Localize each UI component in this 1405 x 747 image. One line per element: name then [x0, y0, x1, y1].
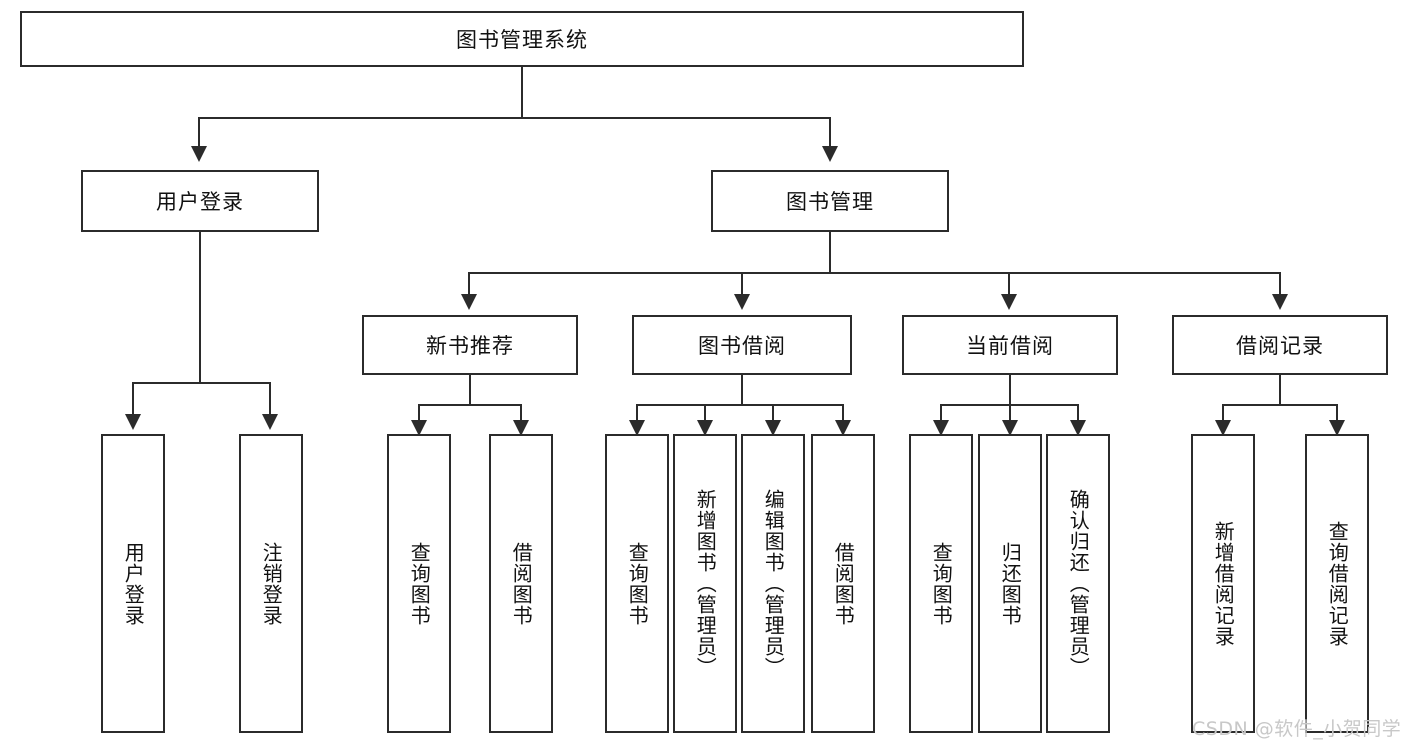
connector-to-borrow-record [1279, 272, 1281, 294]
arrow-down-icon [822, 146, 838, 162]
connector-to-book-borrow [741, 272, 743, 294]
node-label: 查询借阅记录 [1325, 520, 1350, 647]
node-user-login[interactable]: 用户登录 [81, 170, 319, 232]
connector-to-leaf-user-logout [269, 382, 271, 414]
connector-root-stem [521, 67, 523, 117]
arrow-down-icon [1070, 420, 1086, 436]
leaf-user-logout[interactable]: 注销登录 [239, 434, 303, 733]
leaf-return-book[interactable]: 归还图书 [978, 434, 1042, 733]
arrow-down-icon [1272, 294, 1288, 310]
connector-to-leaf-add-record [1222, 404, 1224, 422]
leaf-edit-book[interactable]: 编辑图书（管理员） [741, 434, 805, 733]
node-label: 归还图书 [998, 541, 1023, 626]
connector-book-manage-stem [829, 232, 831, 272]
node-book-borrow[interactable]: 图书借阅 [632, 315, 852, 375]
connector-to-leaf-borrow-book-1 [520, 404, 522, 422]
node-label: 当前借阅 [966, 334, 1054, 358]
connector-user-login-bus [133, 382, 271, 384]
node-label: 新增图书（管理员） [693, 489, 718, 678]
arrow-down-icon [513, 420, 529, 436]
connector-new-book-stem [469, 375, 471, 404]
node-label: 注销登录 [259, 541, 284, 626]
connector-to-leaf-query-book-2 [636, 404, 638, 422]
arrow-down-icon [629, 420, 645, 436]
node-label: 借阅图书 [509, 541, 534, 626]
arrow-down-icon [1002, 420, 1018, 436]
leaf-add-book[interactable]: 新增图书（管理员） [673, 434, 737, 733]
arrow-down-icon [765, 420, 781, 436]
leaf-borrow-book-recommend[interactable]: 借阅图书 [489, 434, 553, 733]
node-label: 用户登录 [121, 541, 146, 626]
connector-borrow-record-stem [1279, 375, 1281, 404]
connector-to-leaf-return-book [1009, 404, 1011, 422]
node-label: 查询图书 [625, 541, 650, 626]
node-label: 借阅记录 [1236, 334, 1324, 358]
leaf-query-book-recommend[interactable]: 查询图书 [387, 434, 451, 733]
node-current-borrow[interactable]: 当前借阅 [902, 315, 1118, 375]
leaf-borrow-book[interactable]: 借阅图书 [811, 434, 875, 733]
leaf-query-book-current[interactable]: 查询图书 [909, 434, 973, 733]
connector-new-book-bus [419, 404, 522, 406]
connector-to-leaf-confirm-return [1077, 404, 1079, 422]
connector-to-leaf-borrow-book-2 [842, 404, 844, 422]
node-new-book-recommend[interactable]: 新书推荐 [362, 315, 578, 375]
node-label: 查询图书 [407, 541, 432, 626]
connector-borrow-record-bus [1223, 404, 1338, 406]
connector-current-borrow-stem [1009, 375, 1011, 404]
connector-to-leaf-query-book-3 [940, 404, 942, 422]
arrow-down-icon [1001, 294, 1017, 310]
node-borrow-record[interactable]: 借阅记录 [1172, 315, 1388, 375]
connector-to-leaf-query-book-1 [418, 404, 420, 422]
connector-root-bus [199, 117, 831, 119]
node-label: 新书推荐 [426, 334, 514, 358]
leaf-query-book-borrow[interactable]: 查询图书 [605, 434, 669, 733]
arrow-down-icon [125, 414, 141, 430]
leaf-query-borrow-record[interactable]: 查询借阅记录 [1305, 434, 1369, 733]
leaf-confirm-return[interactable]: 确认归还（管理员） [1046, 434, 1110, 733]
connector-to-leaf-add-book [704, 404, 706, 422]
node-label: 新增借阅记录 [1211, 520, 1236, 647]
arrow-down-icon [411, 420, 427, 436]
node-label: 确认归还（管理员） [1066, 489, 1091, 678]
node-label: 图书管理系统 [456, 28, 588, 52]
connector-root-to-book-manage [829, 117, 831, 146]
node-label: 图书借阅 [698, 334, 786, 358]
connector-to-new-book-recommend [468, 272, 470, 294]
arrow-down-icon [1215, 420, 1231, 436]
arrow-down-icon [461, 294, 477, 310]
connector-to-leaf-edit-book [772, 404, 774, 422]
node-label: 编辑图书（管理员） [761, 489, 786, 678]
leaf-add-borrow-record[interactable]: 新增借阅记录 [1191, 434, 1255, 733]
node-label: 用户登录 [156, 190, 244, 214]
connector-to-leaf-query-record [1336, 404, 1338, 422]
connector-book-manage-bus [469, 272, 1280, 274]
node-book-management[interactable]: 图书管理 [711, 170, 949, 232]
node-label: 图书管理 [786, 190, 874, 214]
arrow-down-icon [1329, 420, 1345, 436]
node-root-book-management-system[interactable]: 图书管理系统 [20, 11, 1024, 67]
connector-to-leaf-user-login [132, 382, 134, 414]
leaf-user-login[interactable]: 用户登录 [101, 434, 165, 733]
arrow-down-icon [262, 414, 278, 430]
connector-book-borrow-stem [741, 375, 743, 404]
connector-book-borrow-bus [637, 404, 844, 406]
arrow-down-icon [734, 294, 750, 310]
arrow-down-icon [933, 420, 949, 436]
arrow-down-icon [697, 420, 713, 436]
watermark: CSDN @软件_小贺同学 [1192, 718, 1402, 740]
connector-user-login-stem [199, 232, 201, 382]
arrow-down-icon [835, 420, 851, 436]
arrow-down-icon [191, 146, 207, 162]
connector-to-current-borrow [1008, 272, 1010, 294]
connector-root-to-user-login [198, 117, 200, 146]
node-label: 查询图书 [929, 541, 954, 626]
node-label: 借阅图书 [831, 541, 856, 626]
